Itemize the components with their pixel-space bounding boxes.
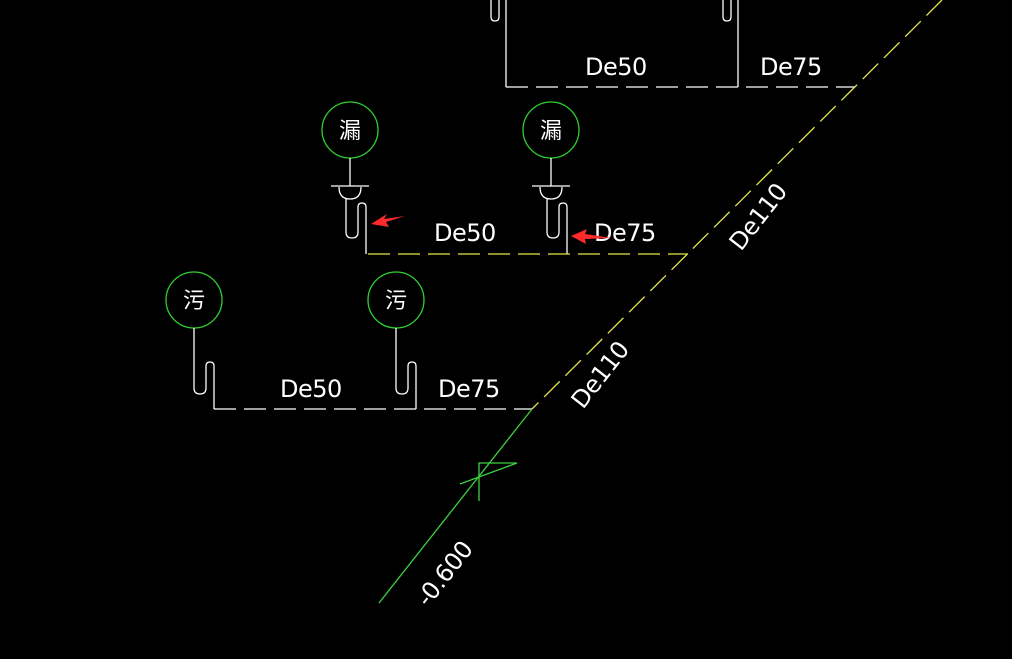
sewage-trap-1	[193, 328, 215, 409]
sewage-trap-2	[395, 328, 417, 409]
top-label-de50: De50	[585, 53, 647, 81]
floor-drain-trap-2	[546, 199, 568, 254]
sewage-label-de50: De50	[280, 375, 342, 403]
elevation-marker	[459, 462, 518, 501]
elevation-label: -0.600	[411, 536, 479, 612]
main-stack-label-upper: De110	[724, 178, 793, 256]
floor-drain-symbol-1: 漏	[339, 119, 361, 144]
red-arrow-1	[371, 214, 405, 227]
floor-drain-cup-1	[338, 186, 362, 200]
floor-drain-label-de50: De50	[434, 219, 496, 247]
floor-drain-cup-2	[539, 186, 563, 200]
sewage-branch: 污 污 De50 De75	[165, 271, 532, 410]
top-branch: De50 De75	[490, 0, 855, 88]
top-trap-left	[490, 0, 500, 22]
red-arrow-2	[571, 229, 612, 244]
sewage-symbol-1: 污	[183, 289, 205, 314]
main-stack-lower	[378, 408, 533, 604]
top-trap-right	[722, 0, 732, 22]
sewage-label-de75: De75	[438, 375, 500, 403]
sewage-symbol-2: 污	[385, 289, 407, 314]
floor-drain-branch: 漏 漏 De50 De75	[321, 101, 688, 255]
floor-drain-symbol-2: 漏	[540, 119, 562, 144]
main-stack-upper	[531, 0, 943, 410]
top-label-de75: De75	[760, 53, 822, 81]
main-stack: De110 De110 -0.600	[378, 0, 943, 612]
main-stack-label-lower: De110	[566, 336, 635, 414]
floor-drain-trap-1	[345, 199, 367, 254]
floor-drain-label-de75: De75	[594, 219, 656, 247]
